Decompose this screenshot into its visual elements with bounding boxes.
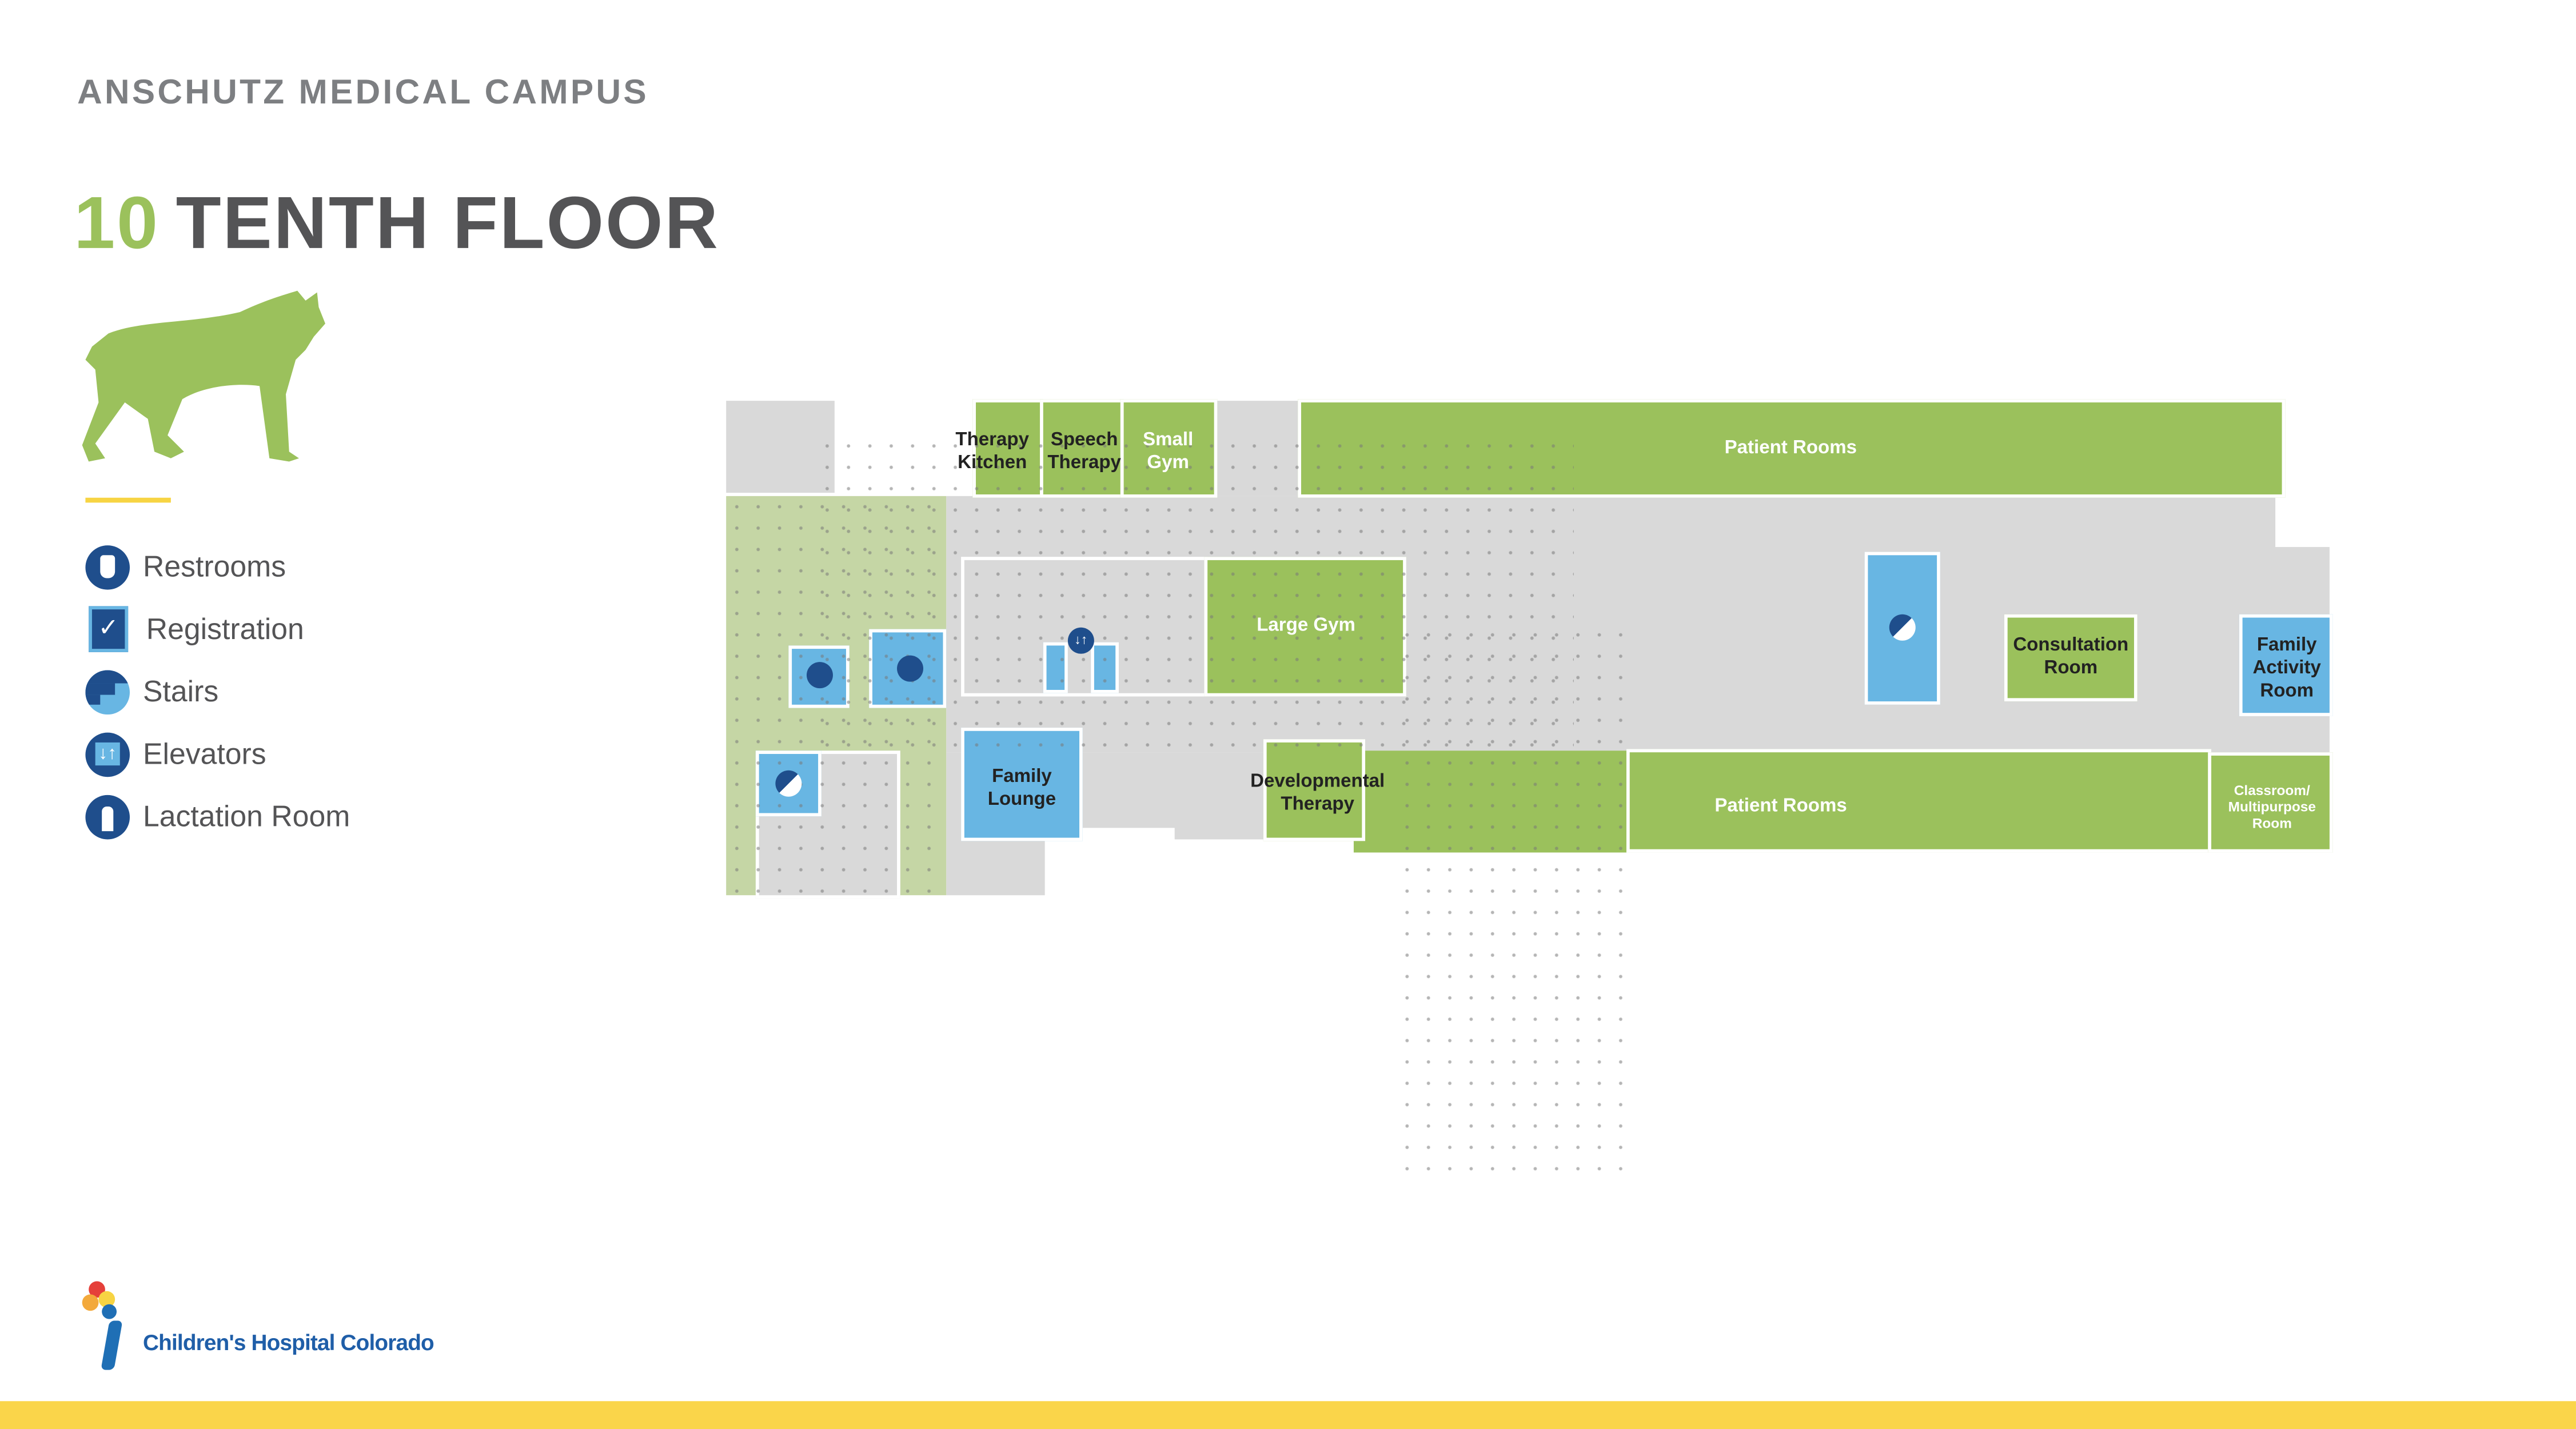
label-family-lounge: Family Lounge	[987, 767, 1056, 810]
label-large-gym: Large Gym	[1257, 616, 1355, 636]
label-patient-rooms-top: Patient Rooms	[1724, 438, 1857, 458]
corridor-area	[1574, 546, 2330, 753]
corridor-area	[1174, 821, 1274, 840]
lactation-room-icon	[85, 794, 130, 839]
room-patient-rooms-bottom[interactable]	[1626, 749, 2211, 853]
floor-number: 10	[74, 181, 159, 265]
legend-item-stairs: Stairs	[85, 660, 350, 723]
stairs-icon	[1889, 614, 1916, 641]
label-therapy-kitchen: Therapy Kitchen	[955, 430, 1030, 473]
legend-label: Elevators	[143, 736, 266, 770]
hospital-logo: Children's Hospital Colorado	[82, 1278, 460, 1376]
campus-name: ANSCHUTZ MEDICAL CAMPUS	[77, 74, 649, 112]
legend-item-lactation-room: Lactation Room	[85, 785, 350, 848]
logo-text: Children's Hospital Colorado	[143, 1330, 434, 1355]
legend-item-registration: ✓ Registration	[85, 598, 350, 660]
open-atrium-pattern	[1396, 624, 1626, 1183]
stairs-icon	[775, 770, 802, 797]
legend: Restrooms ✓ Registration Stairs ↓↑ Eleva…	[85, 536, 350, 848]
lactation-room-icon	[897, 655, 924, 682]
restroom-icon	[806, 662, 833, 689]
room-family-activity[interactable]	[2239, 614, 2333, 716]
label-classroom: Classroom/ Multipurpose Room	[2228, 781, 2316, 832]
legend-label: Restrooms	[143, 549, 286, 582]
stairs-icon	[85, 669, 130, 714]
footer-bar	[0, 1401, 2576, 1429]
label-patient-rooms-bottom: Patient Rooms	[1714, 796, 1847, 817]
restroom-icon	[85, 544, 130, 589]
legend-label: Lactation Room	[143, 799, 350, 832]
label-speech-therapy: Speech Therapy	[1047, 430, 1121, 473]
legend-item-restrooms: Restrooms	[85, 536, 350, 598]
room-consultation[interactable]	[2004, 614, 2138, 702]
lynx-mascot-icon	[82, 290, 325, 462]
legend-label: Stairs	[143, 674, 219, 708]
divider	[85, 497, 171, 503]
elevator-icon: ↓↑	[85, 732, 130, 776]
label-consultation-room: Consultation Room	[2013, 636, 2129, 678]
label-developmental-therapy: Developmental Therapy	[1250, 772, 1385, 815]
room-classroom[interactable]	[2208, 752, 2333, 853]
open-atrium-pattern	[726, 496, 947, 896]
legend-label: Registration	[146, 612, 304, 645]
registration-icon: ✓	[89, 606, 129, 652]
legend-item-elevators: ↓↑ Elevators	[85, 723, 350, 785]
label-family-activity-room: Family Activity Room	[2252, 636, 2321, 702]
elevator-icon: ↓↑	[1067, 627, 1094, 654]
floor-name: TENTH FLOOR	[176, 181, 720, 265]
label-small-gym: Small Gym	[1143, 430, 1194, 473]
